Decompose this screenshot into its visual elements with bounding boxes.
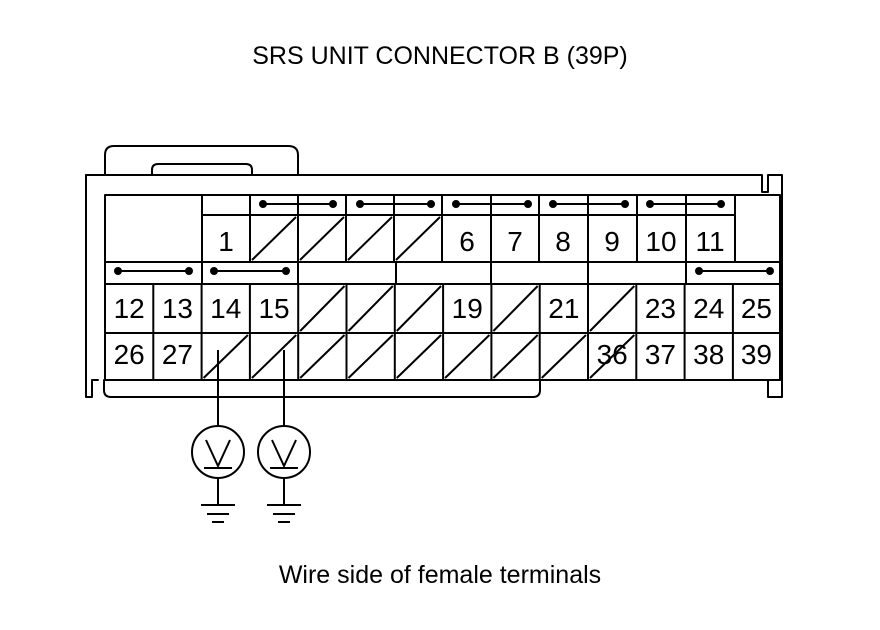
terminal-37: 37	[645, 339, 676, 370]
ground-icon	[201, 504, 235, 523]
terminal-25: 25	[741, 293, 772, 324]
terminal-23: 23	[645, 293, 676, 324]
connector-lock-tab	[104, 145, 299, 176]
connector-lock-hook	[151, 163, 253, 176]
diagram-title: SRS UNIT CONNECTOR B (39P)	[252, 42, 628, 70]
terminal-13: 13	[162, 293, 193, 324]
empty-cavity-mark	[589, 334, 635, 379]
shorting-bar	[210, 267, 290, 275]
terminal-14: 14	[210, 293, 241, 324]
terminal-12: 12	[114, 293, 145, 324]
empty-cavity-mark	[299, 285, 346, 332]
shorting-bar	[259, 200, 337, 208]
empty-cavity-mark	[396, 334, 442, 379]
terminal-10: 10	[645, 226, 676, 257]
empty-cavity-mark	[541, 334, 587, 379]
diagram-caption: Wire side of female terminals	[278, 561, 602, 589]
voltmeter-icon	[257, 425, 311, 479]
empty-cavity-mark	[589, 285, 636, 332]
terminal-1: 1	[218, 226, 234, 257]
probe-15	[257, 350, 311, 523]
terminal-24: 24	[693, 293, 724, 324]
empty-cavity-mark	[251, 334, 297, 379]
probe-14	[191, 350, 245, 523]
terminal-11: 11	[695, 226, 724, 257]
empty-cavity-mark	[299, 216, 345, 261]
empty-cavity-mark	[202, 334, 249, 379]
connector-housing	[85, 174, 783, 398]
ground-icon	[267, 504, 301, 523]
empty-cavity-mark	[396, 285, 442, 332]
empty-cavity-mark	[347, 285, 394, 332]
connector-bottom-skirt	[103, 379, 541, 398]
empty-cavity-mark	[444, 334, 491, 379]
terminal-7: 7	[507, 226, 523, 257]
shorting-bar	[646, 200, 725, 208]
shorting-bar	[549, 200, 629, 208]
terminal-38: 38	[693, 339, 724, 370]
voltmeter-icon	[191, 425, 245, 479]
empty-cavity-mark	[395, 216, 441, 261]
empty-cavity-mark	[299, 334, 346, 379]
terminal-36: 36	[597, 339, 628, 370]
terminal-19: 19	[452, 293, 483, 324]
terminal-6: 6	[459, 226, 475, 257]
empty-cavity-mark	[492, 334, 539, 379]
shorting-bar	[452, 200, 532, 208]
empty-cavity-mark	[347, 216, 393, 261]
shorting-bar	[114, 267, 193, 275]
empty-cavity-mark	[492, 285, 539, 332]
terminal-15: 15	[258, 293, 289, 324]
terminal-21: 21	[548, 293, 579, 324]
shorting-bar	[695, 267, 774, 275]
shorting-bar	[356, 200, 435, 208]
terminal-39: 39	[741, 339, 772, 370]
terminal-9: 9	[604, 226, 620, 257]
empty-cavity-mark	[251, 216, 297, 261]
terminal-26: 26	[114, 339, 145, 370]
terminal-8: 8	[555, 226, 571, 257]
empty-cavity-mark	[347, 334, 394, 379]
terminal-27: 27	[162, 339, 193, 370]
